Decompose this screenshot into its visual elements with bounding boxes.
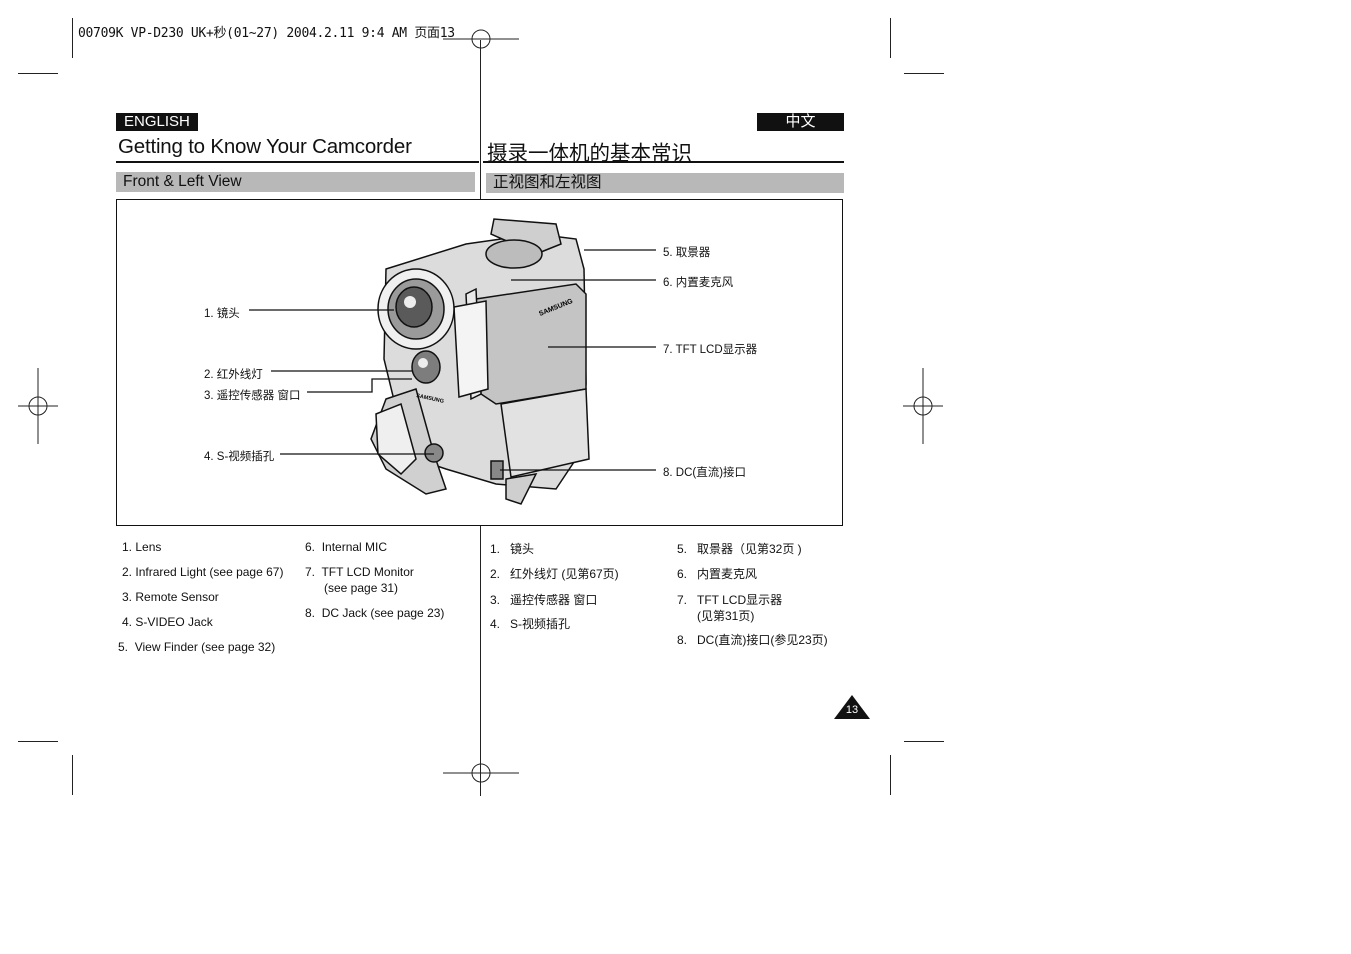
callout-remote-sensor: 3. 遥控传感器 窗口 [204, 390, 301, 402]
chinese-tag: 中文 [757, 113, 844, 131]
callout-infrared-light: 2. 红外线灯 [204, 369, 263, 381]
list-item: 4.S-视频插孔 [490, 617, 571, 631]
list-item: 6. Internal MIC [305, 540, 388, 554]
list-item: 6.内置麦克风 [677, 567, 758, 581]
page-title-english: Getting to Know Your Camcorder [118, 135, 412, 158]
callout-internal-mic: 6. 内置麦克风 [663, 277, 734, 289]
figure-frame [116, 199, 843, 526]
section-heading-english: Front & Left View [116, 172, 475, 192]
title-rule-chinese [483, 161, 844, 163]
list-item: 1.镜头 [490, 542, 535, 556]
list-item: 2.红外线灯 (见第67页) [490, 567, 619, 581]
english-tag: ENGLISH [116, 113, 198, 131]
callout-dc-jack: 8. DC(直流)接口 [663, 467, 747, 479]
page-title-chinese: 摄录一体机的基本常识 [487, 142, 692, 165]
list-item-continued: (see page 31) [324, 581, 399, 595]
list-item: 3. Remote Sensor [122, 590, 219, 604]
callout-lens: 1. 镜头 [204, 308, 240, 320]
list-item: 8. DC Jack (see page 23) [305, 606, 445, 620]
list-item: 1. Lens [122, 540, 162, 554]
callout-view-finder: 5. 取景器 [663, 247, 711, 259]
leader-lines [249, 249, 656, 471]
list-item-continued: (见第31页) [697, 609, 755, 623]
page-number-badge [834, 695, 870, 719]
list-item: 2. Infrared Light (see page 67) [122, 565, 284, 579]
section-heading-chinese: 正视图和左视图 [486, 173, 844, 193]
callout-tft-lcd: 7. TFT LCD显示器 [663, 344, 758, 356]
brand-label-body: SAMSUNG [416, 393, 445, 405]
camcorder-illustration: SAMSUNG SAMSUNG [249, 218, 656, 505]
print-header: 00709K VP-D230 UK+秒(01~27) 2004.2.11 9:4… [78, 26, 455, 41]
title-rule-english [116, 161, 479, 163]
page-number: 13 [845, 704, 859, 716]
list-item: 7.TFT LCD显示器 [677, 593, 783, 607]
list-item: 5.取景器（见第32页 ) [677, 542, 802, 556]
list-item: 3.遥控传感器 窗口 [490, 593, 598, 607]
list-item: 5. View Finder (see page 32) [118, 640, 276, 654]
list-item: 8.DC(直流)接口(参见23页) [677, 633, 828, 647]
callout-s-video-jack: 4. S-视频插孔 [204, 451, 275, 463]
list-item: 7. TFT LCD Monitor [305, 565, 414, 579]
list-item: 4. S-VIDEO Jack [122, 615, 213, 629]
